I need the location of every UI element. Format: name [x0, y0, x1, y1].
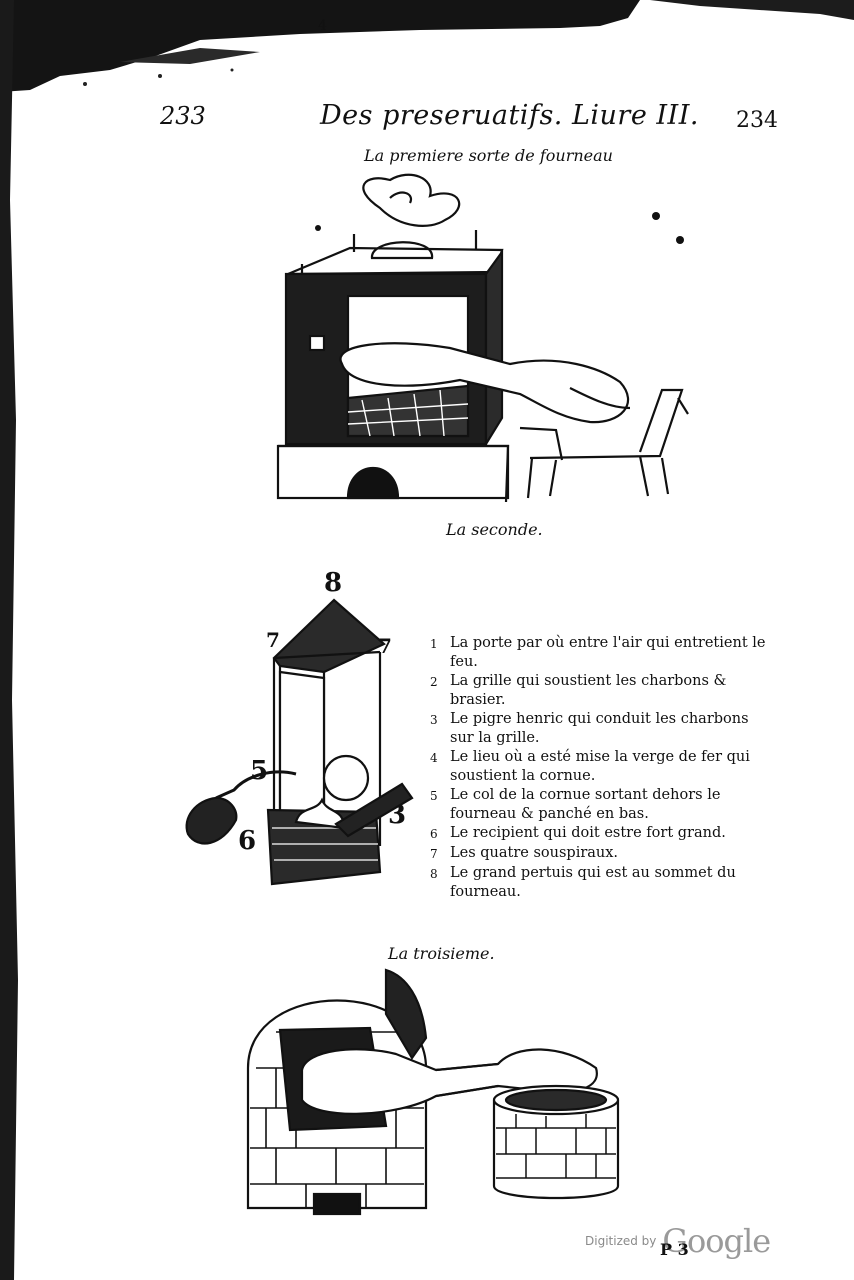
figure-2-caption: La seconde. [446, 520, 543, 539]
legend-text: Le pigre henric qui conduit les charbons… [450, 711, 749, 746]
legend-item: 5 Le col de la cornue sortant dehors le f… [430, 786, 770, 824]
legend-number: 2 [430, 675, 438, 689]
legend-item: 6 Le recipient qui doit estre fort grand. [430, 824, 770, 844]
figure-3-caption: La troisieme. [388, 944, 495, 963]
right-page-number: 234 [736, 108, 778, 133]
brick-dome-furnace-icon [246, 968, 620, 1216]
scan-top-shadow [0, 0, 854, 92]
legend-text: La porte par où entre l'air qui entretie… [450, 635, 766, 670]
marker-8: 8 [324, 568, 343, 598]
google-logo: Google [662, 1222, 771, 1260]
legend-number: 7 [430, 847, 438, 861]
legend-number: 5 [430, 789, 438, 803]
legend-number: 4 [430, 751, 438, 765]
marker-7-left: 7 [266, 628, 280, 652]
scan-left-edge [0, 0, 22, 1280]
lantern-furnace-icon [185, 598, 414, 886]
signature-mark: P 3 [660, 1240, 689, 1259]
legend-item: 7 Les quatre souspiraux. [430, 844, 770, 864]
legend-number: 3 [430, 713, 438, 727]
marker-7-right: 7 [378, 634, 392, 658]
stamp-mark: 4 [318, 18, 327, 34]
legend-number: 1 [430, 637, 438, 651]
legend-item: 8 Le grand pertuis qui est au sommet du f… [430, 864, 770, 902]
running-header-title: Des preseruatifs. Liure III. [320, 100, 699, 131]
legend-text: La grille qui soustient les charbons & b… [450, 673, 727, 708]
legend-text: Le col de la cornue sortant dehors le fo… [450, 787, 721, 822]
legend-text: Le recipient qui doit estre fort grand. [450, 825, 726, 841]
legend-text: Le lieu où a esté mise la verge de fer q… [450, 749, 750, 784]
legend-number: 6 [430, 827, 438, 841]
left-page-number: 233 [160, 102, 206, 130]
marker-5: 5 [250, 756, 269, 786]
watermark-prefix: Digitized by [585, 1234, 657, 1248]
legend-text: Les quatre souspiraux. [450, 845, 619, 861]
legend-item: 3 Le pigre henric qui conduit les charbon… [430, 710, 770, 748]
legend-item: 4 Le lieu où a esté mise la verge de fer … [430, 748, 770, 786]
legend-item: 1 La porte par où entre l'air qui entreti… [430, 634, 770, 672]
figure-legend: 1 La porte par où entre l'air qui entreti… [430, 634, 770, 902]
legend-number: 8 [430, 867, 438, 881]
legend-text: Le grand pertuis qui est au sommet du fo… [450, 865, 736, 900]
digitized-by-google-watermark: Digitized by Google [585, 1222, 771, 1260]
furnace-with-retort-icon [276, 173, 689, 503]
legend-item: 2 La grille qui soustient les charbons & … [430, 672, 770, 710]
marker-6: 6 [238, 826, 257, 856]
figure-1-caption: La premiere sorte de fourneau [364, 146, 613, 165]
